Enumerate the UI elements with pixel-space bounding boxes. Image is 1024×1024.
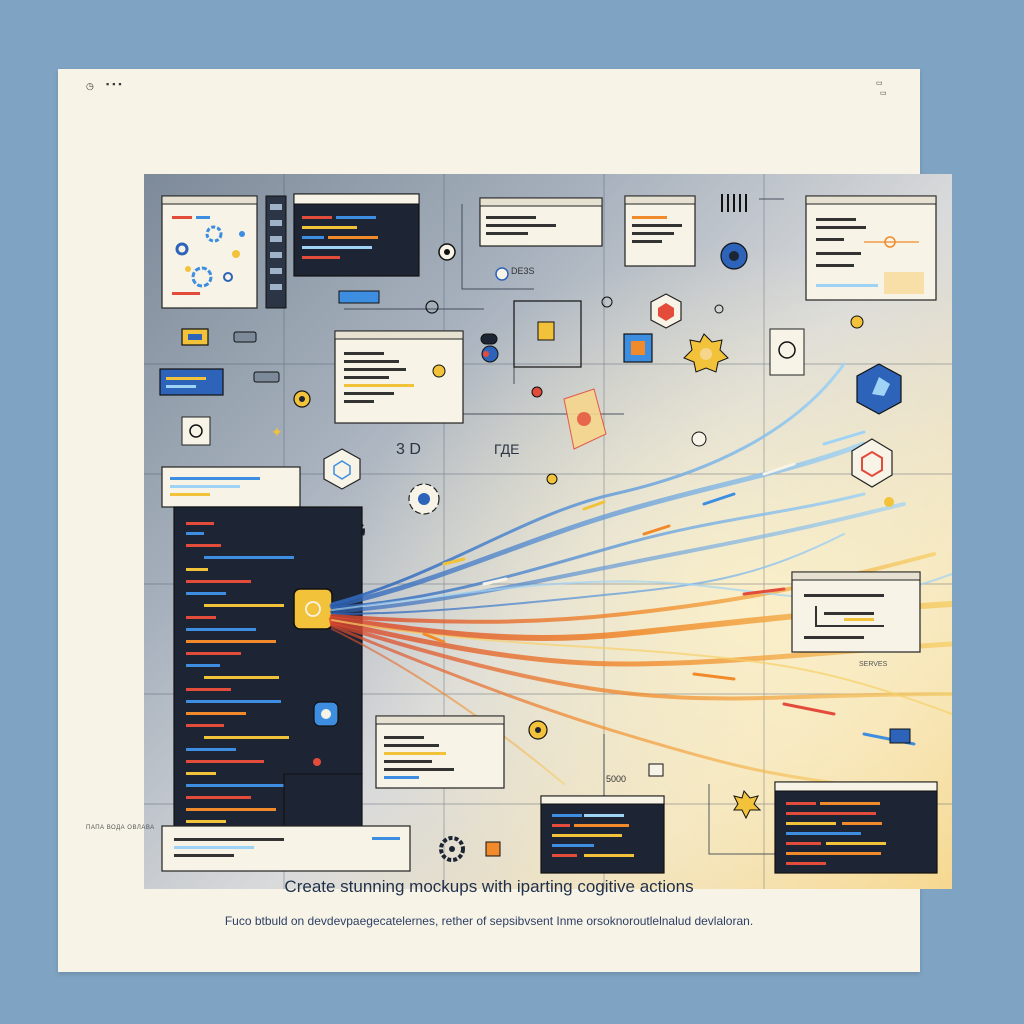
panel-code-bottom-right: [774, 781, 938, 874]
menu-dots-icon: ▪▪▪: [106, 79, 125, 89]
label-b: 3 D: [396, 441, 421, 458]
panel-left-list: [161, 466, 301, 508]
flow-origin-node: [293, 588, 333, 630]
panel-right-form: [791, 571, 921, 653]
mockup-card: ◷ ▪▪▪ ▭ ▭: [58, 69, 952, 972]
button-blue: [159, 368, 224, 396]
window-control-icon: ▭: [876, 80, 883, 87]
toggle: [480, 333, 498, 345]
bars-icon: [721, 194, 747, 212]
panel-gears: [161, 195, 258, 309]
svg-text:✦: ✦: [271, 425, 283, 441]
small-icon-box: [181, 416, 211, 446]
illustration-svg: DE3S: [144, 174, 952, 889]
panel-code-bottom-mid: [540, 795, 665, 874]
panel-target: [513, 300, 582, 368]
panel-lower-middle: [375, 715, 505, 789]
illustration-scene: DE3S: [144, 174, 952, 889]
spark-icon: [733, 789, 762, 820]
tiny-label: ПАПА ВОДА ОВЛАВА: [86, 825, 155, 831]
pill-blue: [338, 290, 380, 304]
card-icon: [769, 328, 805, 376]
label-c: 5000: [606, 774, 626, 784]
minimize-icon: ▭: [880, 90, 887, 97]
vertical-strip: [265, 195, 287, 309]
panel-code-column: [173, 506, 363, 833]
headline: Create stunning mockups with iparting co…: [284, 877, 694, 896]
hexagon-outline-icon: [323, 448, 361, 490]
panel-code-top: [293, 193, 420, 277]
panel-message: [479, 197, 603, 247]
panel-list: [624, 195, 696, 267]
panel-code-middle: [334, 330, 464, 424]
hexagon-right-icon: [851, 438, 893, 488]
label-a: DE3S: [511, 266, 535, 276]
gear-bottom-icon: [439, 836, 465, 862]
pill-grey: [233, 331, 257, 343]
label-d: SERVES: [859, 661, 888, 668]
subheadline: Fuco btbuld on devdevpaegecatelernes, re…: [224, 914, 754, 928]
clock-icon: ◷: [86, 81, 94, 91]
panel-bottom-left: [161, 825, 411, 872]
panel-slider: [805, 195, 937, 301]
label-e: ГДЕ: [494, 441, 519, 457]
